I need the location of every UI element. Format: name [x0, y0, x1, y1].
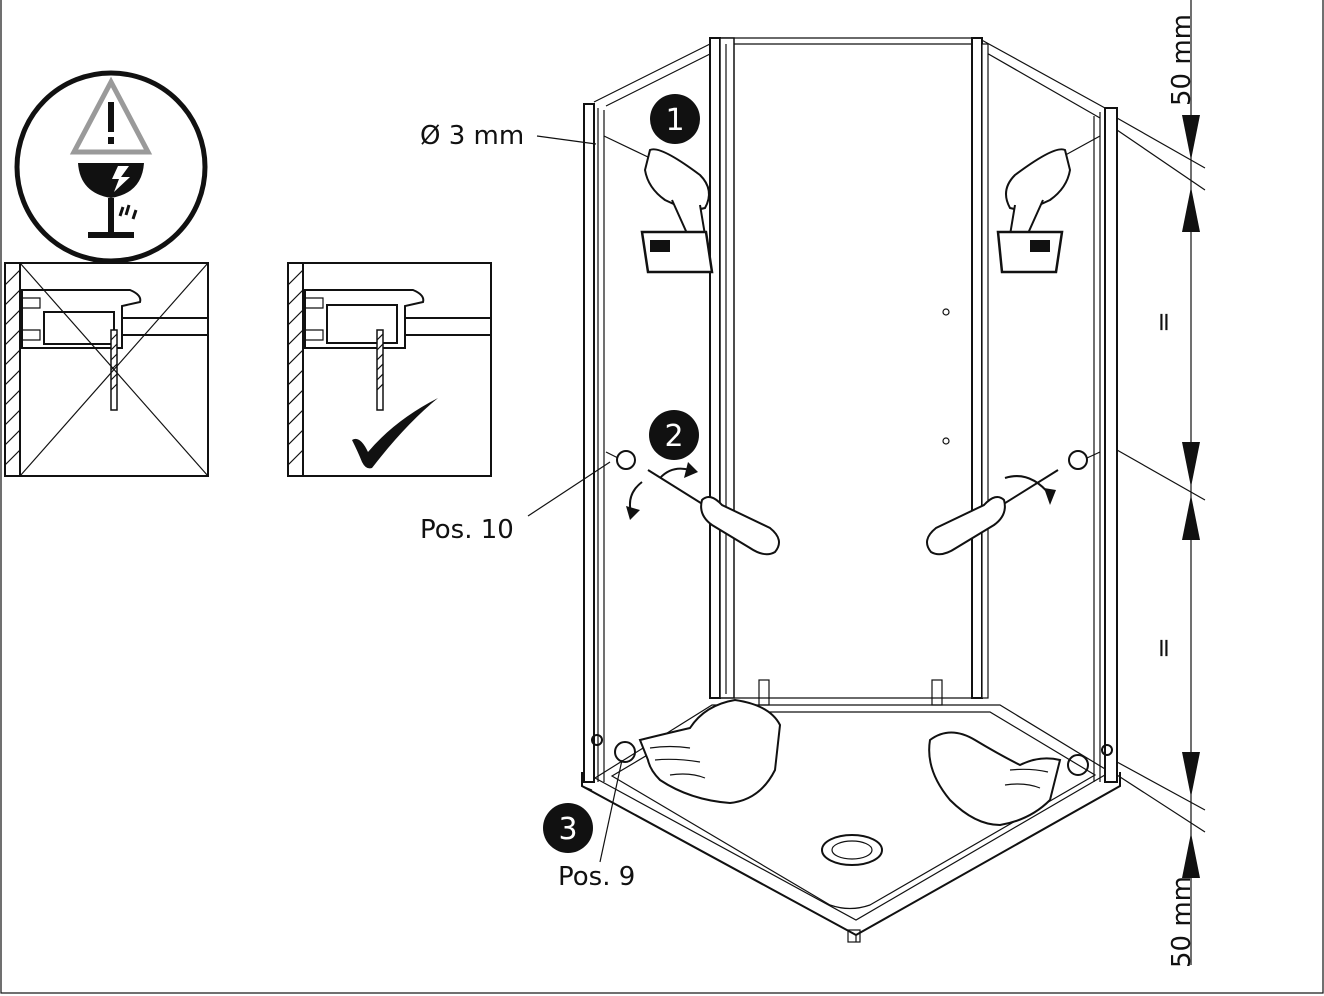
screwdriver-icon — [926, 469, 1059, 556]
step-badge-2: 2 — [649, 410, 699, 460]
drain — [821, 834, 883, 866]
warning-triangle-icon — [69, 76, 153, 155]
svg-text:3: 3 — [558, 812, 577, 847]
svg-text:1: 1 — [665, 103, 684, 138]
dimension-line — [1182, 0, 1200, 965]
hand-icon — [928, 731, 1089, 827]
svg-text:2: 2 — [664, 419, 683, 454]
equal-sign-lower: = — [1149, 637, 1179, 659]
screw-pos10-right — [1068, 450, 1088, 470]
fragile-glass-icon — [78, 163, 144, 238]
step-badge-1: 1 — [650, 94, 700, 144]
dim-bottom-label: 50 mm — [1167, 876, 1197, 968]
fragile-warning-symbol — [14, 70, 208, 264]
pos9-label: Pos. 9 — [558, 862, 635, 892]
dim-top-label: 50 mm — [1167, 14, 1197, 106]
equal-sign-upper: = — [1149, 311, 1179, 333]
screw-pos10-left — [616, 450, 636, 470]
checkmark-icon — [352, 398, 438, 469]
cordless-drill-icon — [996, 135, 1101, 274]
wrong-drill-detail — [4, 262, 209, 477]
step-badge-3: 3 — [543, 803, 593, 853]
hand-icon — [614, 698, 782, 805]
screwdriver-icon — [626, 462, 780, 556]
drill-size-label: Ø 3 mm — [420, 121, 524, 151]
pos10-label: Pos. 10 — [420, 515, 514, 545]
cordless-drill-icon — [603, 135, 714, 274]
shower-tray — [581, 704, 1121, 943]
correct-drill-detail — [287, 262, 492, 477]
